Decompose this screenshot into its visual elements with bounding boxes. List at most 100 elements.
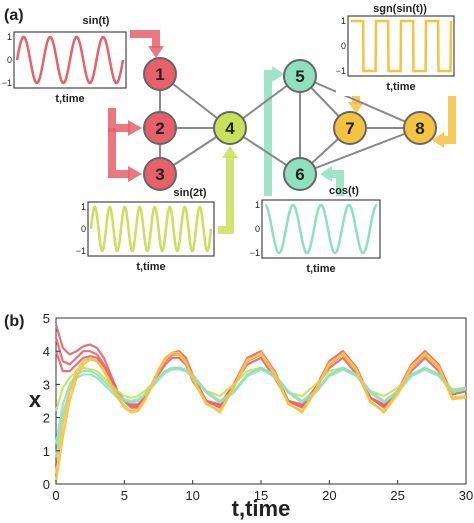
- inset-xlabel: t,time: [136, 261, 165, 273]
- arrow-sgn-to-8-head: [432, 132, 444, 148]
- arrow-sin-to-1: [128, 30, 160, 48]
- plot-series: [54, 324, 467, 483]
- arrow-cos-to-6-head: [320, 166, 332, 182]
- inset-ytick: −1: [336, 66, 346, 76]
- forcing-insets: 1 0 −1 sin(t) t,time 1 0 −1 sin(2t) t,time 1 0 −1 cos…: [2, 3, 458, 278]
- series-line-7: [54, 351, 467, 483]
- y-tick-label: 2: [43, 411, 50, 426]
- x-tick-label: 10: [185, 488, 199, 503]
- plot-ticks: 0 5 10 15 20 25 30 0 1 2 3 4 5: [43, 311, 473, 503]
- node-8-label: 8: [415, 119, 424, 138]
- arrow-sin-to-1-head: [148, 46, 164, 58]
- inset-ytick: 0: [81, 224, 86, 234]
- arrow-sgn-to-8: [444, 84, 456, 144]
- node-5-circle: [283, 59, 317, 93]
- inset-ytick: 1: [341, 16, 346, 26]
- node-2-circle: [143, 111, 177, 145]
- inset-title: cos(t): [329, 185, 359, 197]
- x-tick-label: 0: [52, 488, 59, 503]
- y-tick-label: 1: [43, 444, 50, 459]
- node-5-label: 5: [295, 67, 304, 86]
- arrow-cos-to-5: [264, 70, 272, 200]
- arrow-sin-to-3: [108, 128, 130, 178]
- arrow-sin2t-to-4-head: [222, 146, 238, 158]
- inset-frame: [13, 31, 127, 89]
- node-3-circle: [143, 157, 177, 191]
- inset-frame: [347, 15, 455, 77]
- panel-b-label: (b): [4, 313, 24, 330]
- x-tick-label: 30: [459, 488, 473, 503]
- node-4-label: 4: [225, 119, 235, 138]
- arrow-cos-to-6: [332, 170, 344, 200]
- x-tick-label: 5: [121, 488, 128, 503]
- node-4: 4: [213, 111, 247, 145]
- series-line-4: [54, 366, 467, 445]
- x-tick-label: 20: [322, 488, 336, 503]
- y-tick-label: 4: [43, 344, 50, 359]
- node-6-circle: [283, 157, 317, 191]
- node-2-label: 2: [155, 119, 164, 138]
- series-line-6: [54, 351, 467, 475]
- inset-ytick: 0: [255, 224, 260, 234]
- node-1: 1: [143, 57, 177, 91]
- plot-frame: [55, 317, 467, 485]
- inset-frame: [87, 201, 215, 257]
- node-6-label: 6: [295, 165, 304, 184]
- y-tick-label: 5: [43, 311, 50, 326]
- network-nodes: 1 2 3 4 5 6 7 8: [143, 57, 437, 191]
- inset-background: [2, 28, 130, 108]
- y-tick-label: 0: [43, 477, 50, 492]
- inset-xlabel: t,time: [306, 263, 335, 275]
- inset-ytick: 1: [81, 202, 86, 212]
- inset-title: sin(2t): [174, 187, 207, 199]
- y-axis-label: x: [29, 387, 42, 412]
- arrow-sin-to-3-head: [128, 166, 142, 182]
- inset-xlabel: t,time: [55, 93, 84, 105]
- inset-curve: [89, 205, 213, 253]
- inset-sin-8: 1 0 −1 sin(2t) t,time: [76, 187, 218, 276]
- inset-ytick: 1: [255, 200, 260, 210]
- arrow-cos-to-5-head: [272, 66, 284, 82]
- inset-ytick: −1: [2, 78, 12, 88]
- inset-curve: [264, 203, 378, 255]
- node-1-circle: [143, 57, 177, 91]
- y-tick-label: 3: [43, 377, 50, 392]
- time-series-plot: 0 5 10 15 20 25 30 0 1 2 3 4 5 t,time x: [29, 311, 473, 521]
- inset-curve: [15, 35, 125, 85]
- inset-frame: [261, 199, 381, 259]
- inset-curve: [351, 19, 453, 73]
- node-8: 8: [403, 111, 437, 145]
- node-4-circle: [213, 111, 247, 145]
- x-axis-label: t,time: [232, 496, 291, 521]
- panel-a-label: (a): [4, 7, 24, 24]
- node-7-circle: [333, 111, 367, 145]
- node-2: 2: [143, 111, 177, 145]
- inset-sgn-4: 1 0 −1 sgn(sin(t)) t,time: [336, 3, 458, 96]
- node-1-label: 1: [155, 65, 164, 84]
- inset-ytick: −1: [76, 246, 86, 256]
- inset-cos-4: 1 0 −1 cos(t) t,time: [250, 185, 384, 278]
- x-tick-label: 15: [254, 488, 268, 503]
- inset-title: sin(t): [83, 15, 110, 27]
- inset-xlabel: t,time: [386, 81, 415, 93]
- edge-6-8: [299, 127, 421, 175]
- node-5: 5: [283, 59, 317, 93]
- node-6: 6: [283, 157, 317, 191]
- inset-ytick: 0: [341, 41, 346, 51]
- inset-ytick: 1: [7, 32, 12, 42]
- arrow-sgn-to-7-head: [348, 102, 364, 114]
- inset-sin-4: 1 0 −1 sin(t) t,time: [2, 15, 130, 108]
- node-3: 3: [143, 157, 177, 191]
- arrow-sin2t-to-4: [216, 156, 234, 234]
- node-8-circle: [403, 111, 437, 145]
- edge-5-8: [299, 75, 421, 129]
- x-tick-label: 25: [390, 488, 404, 503]
- node-7: 7: [333, 111, 367, 145]
- inset-ytick: −1: [250, 248, 260, 258]
- node-3-label: 3: [155, 165, 164, 184]
- arrow-sin-to-2-head: [128, 120, 142, 136]
- inset-ytick: 0: [7, 55, 12, 65]
- node-7-label: 7: [345, 119, 354, 138]
- inset-title: sgn(sin(t)): [373, 3, 427, 15]
